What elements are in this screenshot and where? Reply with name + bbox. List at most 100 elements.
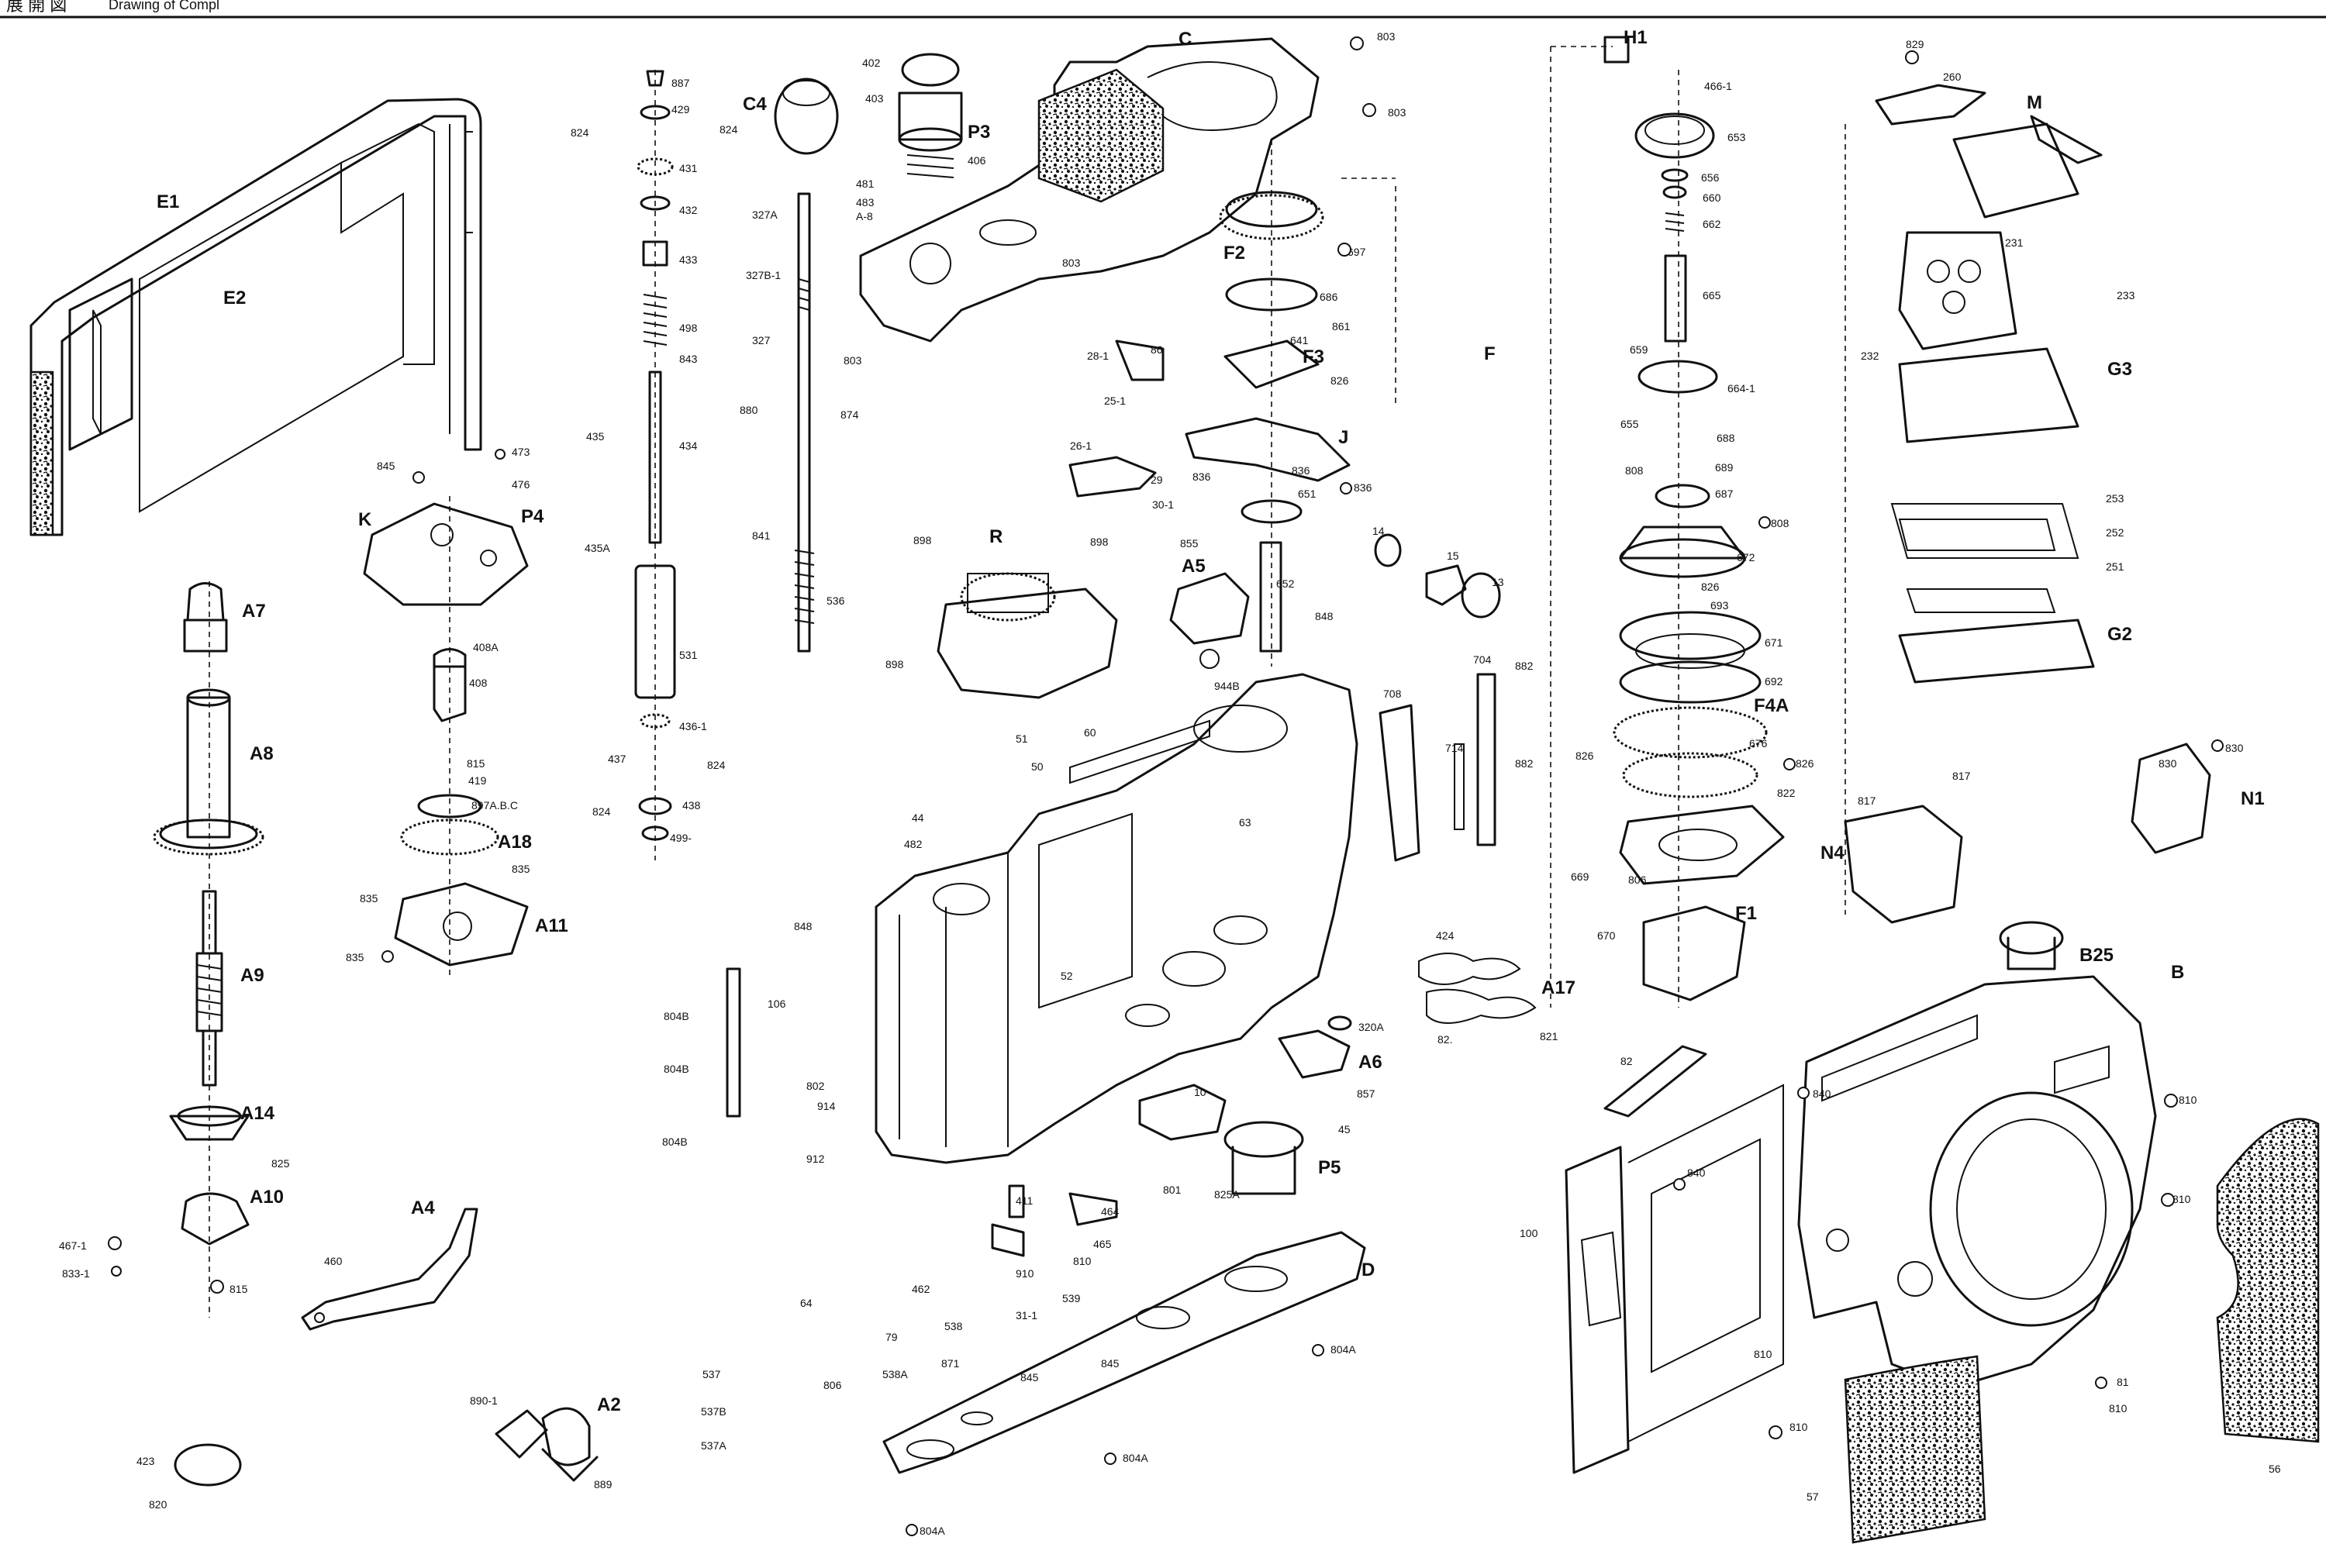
part-number-30-1: 30-1: [1152, 498, 1174, 511]
part-number-910: 910: [1016, 1267, 1034, 1280]
part-number-824a: 824: [571, 126, 589, 139]
gasket-A17: [1418, 953, 1537, 1024]
part-number-848a: 848: [1315, 610, 1334, 622]
part-number-808a: 808: [1625, 464, 1644, 477]
assembly-label-A7: A7: [242, 601, 266, 622]
part-number-60: 60: [1084, 726, 1096, 739]
part-number-804Ac: 804A: [920, 1525, 945, 1537]
shutter-dial-assembly: [1068, 140, 1351, 667]
wind-shaft-assembly: [634, 70, 676, 860]
part-number-874: 874: [840, 408, 859, 421]
part-number-403: 403: [865, 92, 884, 105]
part-number-438: 438: [682, 799, 701, 812]
part-number-845b: 845: [1101, 1357, 1120, 1370]
part-number-25-1: 25-1: [1104, 395, 1126, 407]
assembly-label-A17: A17: [1541, 977, 1575, 998]
part-number-251: 251: [2106, 560, 2124, 573]
part-number-433: 433: [679, 253, 698, 266]
part-number-804Aa: 804A: [1330, 1343, 1356, 1356]
assembly-label-K: K: [358, 509, 372, 530]
part-number-824c: 824: [707, 759, 726, 771]
assembly-label-C: C: [1179, 29, 1192, 50]
part-number-898b: 898: [1090, 536, 1109, 548]
part-number-826a: 826: [1330, 374, 1349, 387]
part-number-810c: 810: [2172, 1193, 2191, 1205]
part-number-824d: 824: [592, 805, 611, 818]
part-number-44: 44: [912, 812, 924, 824]
strap-lug-A2: [495, 1407, 599, 1482]
part-number-871: 871: [941, 1357, 960, 1370]
assembly-label-B: B: [2171, 962, 2184, 983]
assembly-label-A6: A6: [1358, 1052, 1382, 1073]
part-number-424: 424: [1436, 929, 1455, 942]
part-number-806a: 806: [1628, 874, 1647, 886]
part-number-436-1: 436-1: [679, 720, 707, 732]
top-cover-parts: [774, 53, 963, 653]
release-parts: [991, 1184, 1118, 1257]
part-number-231: 231: [2005, 236, 2024, 249]
part-number-672: 672: [1737, 551, 1755, 563]
part-number-815b: 815: [229, 1283, 248, 1295]
part-number-855: 855: [1180, 537, 1199, 550]
part-number-52: 52: [1061, 970, 1073, 982]
part-number-803b: 803: [1377, 30, 1396, 43]
part-number-432: 432: [679, 204, 698, 216]
bottom-plate-D: [882, 1231, 1366, 1474]
part-number-845c: 845: [1020, 1371, 1039, 1384]
assembly-label-A4: A4: [411, 1198, 435, 1218]
part-number-944B: 944B: [1214, 680, 1240, 692]
part-number-656: 656: [1701, 171, 1720, 184]
part-number-840a: 840: [1813, 1087, 1831, 1100]
assembly-label-A2: A2: [597, 1394, 621, 1415]
assembly-label-G3: G3: [2107, 359, 2132, 380]
part-number-808b: 808: [1771, 517, 1789, 529]
part-number-460: 460: [324, 1255, 343, 1267]
lever-A4: [301, 1208, 478, 1331]
part-number-841: 841: [752, 529, 771, 542]
part-number-804Bc: 804B: [662, 1136, 688, 1148]
part-number-835b: 835: [360, 892, 378, 905]
part-number-106: 106: [768, 998, 786, 1010]
part-number-429: 429: [671, 103, 690, 115]
part-number-402: 402: [862, 57, 881, 69]
part-number-498: 498: [679, 322, 698, 334]
part-number-821: 821: [1540, 1030, 1558, 1042]
part-number-882b: 882: [1515, 757, 1534, 770]
part-number-830b: 830: [2225, 742, 2244, 754]
part-number-473: 473: [512, 446, 530, 458]
part-number-408A: 408A: [473, 641, 499, 653]
part-number-708: 708: [1383, 688, 1402, 700]
part-number-890-1: 890-1: [470, 1394, 498, 1407]
part-number-260: 260: [1943, 71, 1962, 83]
part-number-826d: 826: [1575, 750, 1594, 762]
part-number-100: 100: [1520, 1227, 1538, 1239]
leatherette-57: [1844, 1355, 1986, 1544]
part-number-803a: 803: [844, 354, 862, 367]
part-number-86: 86: [1151, 343, 1163, 356]
part-number-825A: 825A: [1214, 1188, 1240, 1201]
part-number-826b: 826: [1701, 581, 1720, 593]
part-number-829: 829: [1906, 38, 1924, 50]
part-number-810a: 810: [1073, 1255, 1092, 1267]
part-number-651: 651: [1298, 488, 1317, 500]
part-number-641: 641: [1290, 334, 1309, 346]
assembly-label-A9: A9: [240, 965, 264, 986]
assembly-label-P3: P3: [968, 122, 990, 143]
part-number-233: 233: [2117, 289, 2135, 302]
part-number-830a: 830: [2159, 757, 2177, 770]
assembly-label-A18: A18: [498, 832, 532, 853]
part-number-539: 539: [1062, 1292, 1081, 1304]
part-number-845a: 845: [377, 460, 395, 472]
part-number-822: 822: [1777, 787, 1796, 799]
part-number-817b: 817: [1952, 770, 1971, 782]
assembly-label-P4: P4: [521, 506, 544, 527]
shutter-unit: [1565, 1084, 1784, 1474]
part-number-670: 670: [1597, 929, 1616, 942]
assembly-label-J: J: [1338, 427, 1348, 448]
part-number-803c: 803: [1388, 106, 1406, 119]
part-number-482: 482: [904, 838, 923, 850]
assembly-label-B25: B25: [2079, 945, 2114, 966]
part-number-833-1: 833-1: [62, 1267, 90, 1280]
part-number-252: 252: [2106, 526, 2124, 539]
part-number-835a: 835: [512, 863, 530, 875]
